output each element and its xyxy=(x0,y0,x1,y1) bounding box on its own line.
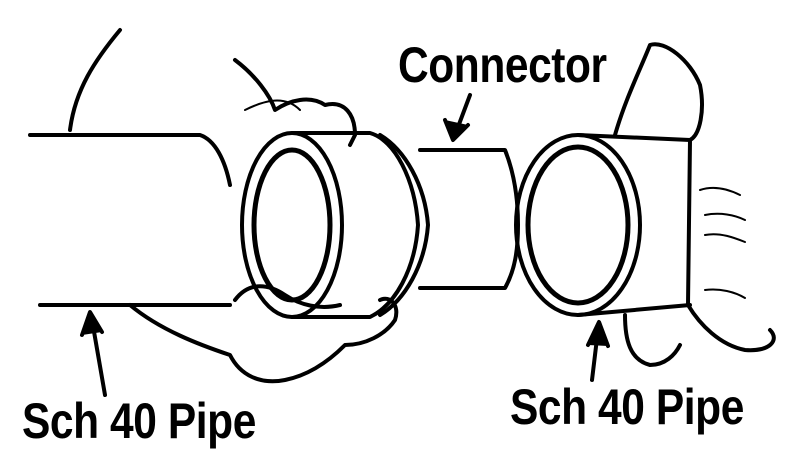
connector xyxy=(240,131,520,319)
arrow-left-pipe xyxy=(80,310,107,397)
right-hand-knuckles xyxy=(699,186,746,299)
left-pipe-label: Sch 40 Pipe xyxy=(22,393,256,449)
arrow-connector xyxy=(443,93,472,142)
left-hand-thumb xyxy=(233,284,342,309)
left-hand-bottom xyxy=(128,296,399,384)
connector-label: Connector xyxy=(398,37,607,93)
left-hand-top xyxy=(233,58,357,147)
left-hand-stroke xyxy=(244,99,301,111)
right-pipe-label: Sch 40 Pipe xyxy=(510,379,744,435)
right-pipe xyxy=(514,133,692,317)
left-pipe xyxy=(28,133,232,307)
left-arm-outline xyxy=(68,28,122,132)
right-hand xyxy=(613,42,776,367)
arrow-right-pipe xyxy=(586,320,610,382)
